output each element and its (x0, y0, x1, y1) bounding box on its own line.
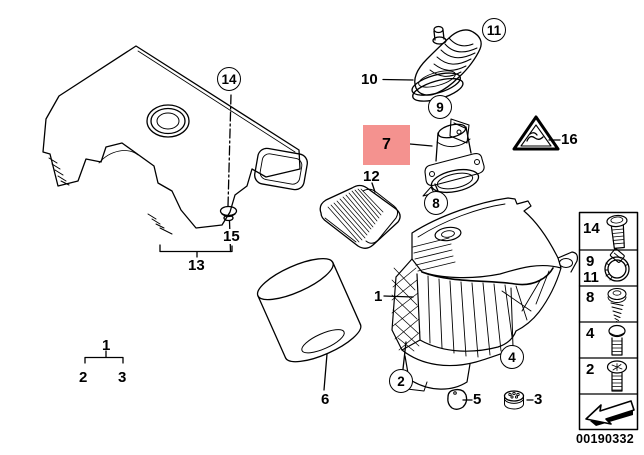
warning-triangle-drawing (512, 115, 560, 151)
airbox-drawing (391, 197, 579, 392)
tapping-screw-icon (607, 287, 627, 323)
callout-11[interactable]: 11 (482, 18, 506, 42)
cylinder-part-drawing (256, 257, 362, 363)
callout-3[interactable]: 3 (534, 391, 543, 408)
machine-screw-icon (606, 360, 628, 392)
boot-nipple (432, 25, 447, 45)
cover-duct (254, 147, 308, 191)
callout-13[interactable]: 13 (188, 257, 205, 274)
callout-6[interactable]: 6 (321, 391, 330, 408)
engine-cover-drawing (42, 45, 308, 235)
cover-serrations (48, 157, 173, 235)
callout-15[interactable]: 15 (221, 228, 242, 245)
fastener-legend-table (578, 211, 639, 431)
callout-8[interactable]: 8 (424, 191, 448, 215)
legend-label-2: 2 (586, 361, 595, 378)
grommet-3-drawing (503, 390, 525, 410)
callout-2[interactable]: 2 (389, 369, 413, 393)
filter-element-drawing (319, 184, 401, 249)
tree-child-3[interactable]: 3 (118, 369, 127, 386)
bracket-13 (159, 244, 233, 258)
legend-label-11: 11 (583, 269, 599, 286)
tree-parent-1[interactable]: 1 (102, 337, 111, 354)
diagram-id: 00190332 (575, 432, 634, 446)
legend-label-8: 8 (586, 289, 595, 306)
callout-5[interactable]: 5 (473, 391, 482, 408)
leader-lines (227, 78, 561, 401)
legend-label-4: 4 (586, 325, 595, 342)
callout-12[interactable]: 12 (363, 168, 380, 185)
callout-4[interactable]: 4 (500, 345, 524, 369)
legend-label-9: 9 (586, 253, 595, 270)
maf-sensor-drawing (422, 118, 485, 197)
legend-label-14: 14 (583, 220, 600, 237)
callout-14[interactable]: 14 (217, 67, 241, 91)
screw-icon (606, 214, 628, 249)
bracket-1-2-3 (84, 350, 124, 364)
grommet-15-drawing (219, 205, 238, 222)
hex-bolt-icon (608, 324, 626, 356)
cap-drawing (447, 388, 468, 410)
hose-clamp-icon (604, 248, 630, 282)
callout-10[interactable]: 10 (361, 71, 378, 88)
direction-arrow-icon (585, 400, 635, 426)
callout-7-highlighted[interactable]: 7 (363, 125, 410, 165)
intake-boot-drawing (411, 25, 482, 102)
callout-1[interactable]: 1 (374, 288, 383, 305)
callout-9[interactable]: 9 (428, 95, 452, 119)
tree-child-2[interactable]: 2 (79, 369, 88, 386)
callout-16[interactable]: 16 (561, 131, 578, 148)
emblem-badge (146, 104, 190, 138)
